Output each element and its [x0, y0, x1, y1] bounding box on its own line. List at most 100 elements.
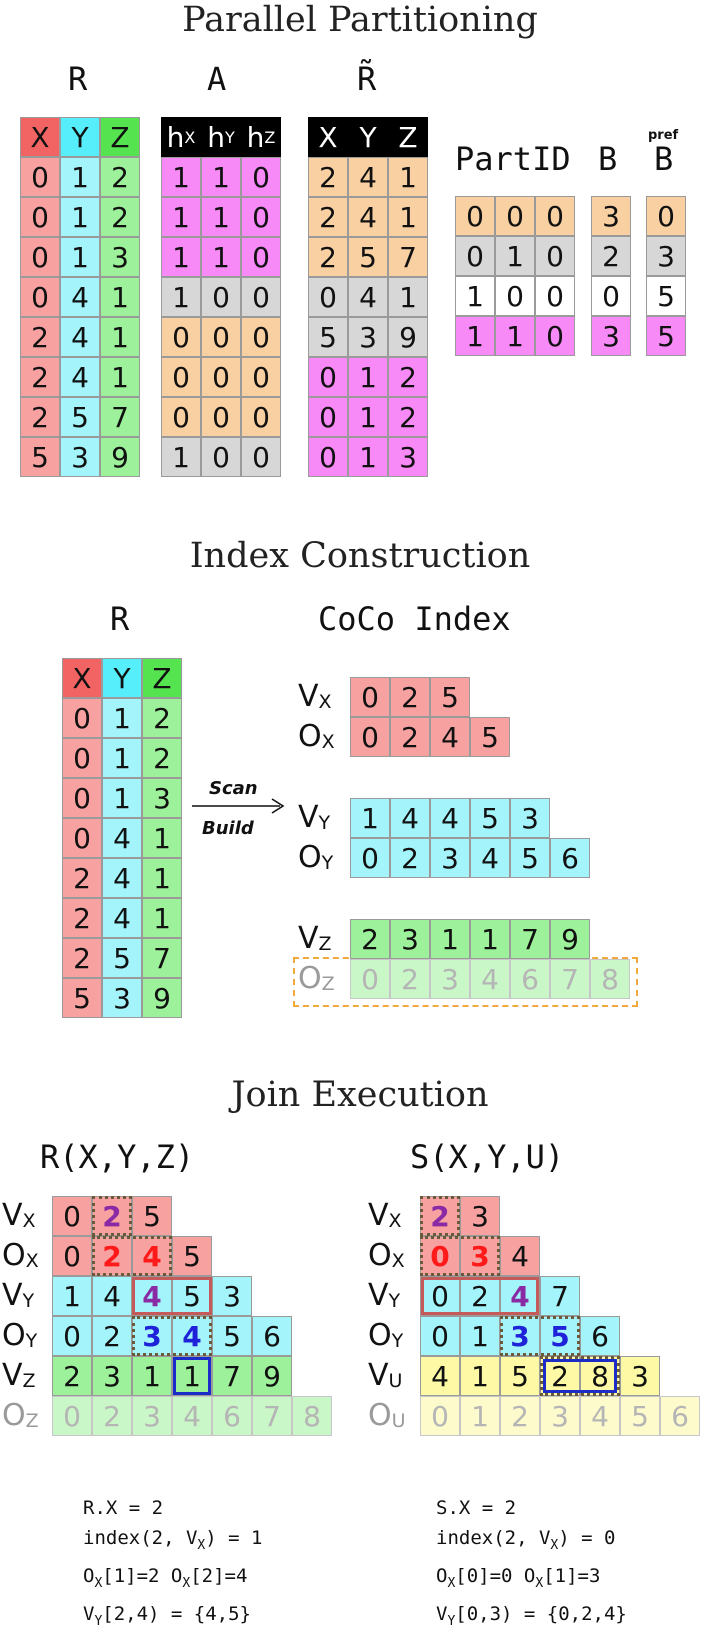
r-cell: 1	[100, 277, 140, 317]
coco-vy-cell: 4	[430, 798, 470, 838]
s-vu-selection-box	[543, 1359, 617, 1393]
join-r-ox-label: OX	[2, 1238, 39, 1273]
join-s-ou-cell: 3	[540, 1396, 580, 1436]
coco-vy-cell: 1	[350, 798, 390, 838]
rt-cell: 0	[308, 397, 348, 437]
b-cell: 2	[591, 236, 631, 276]
join-r-label: R(X,Y,Z)	[40, 1138, 195, 1176]
join-r-oz-cell: 7	[252, 1396, 292, 1436]
coco-vx-cell: 0	[350, 677, 390, 717]
rt-cell: 1	[348, 357, 388, 397]
r-cell: 5	[60, 397, 100, 437]
join-r-vy-cell: 1	[52, 1276, 92, 1316]
join-r-ox-cell: 0	[52, 1236, 92, 1276]
partid-label: PartID	[455, 140, 571, 178]
join-s-vu-cell: 3	[620, 1356, 660, 1396]
coco-vz-cell: 3	[390, 919, 430, 959]
b-cell: 0	[591, 276, 631, 316]
arrow-scan-label: Scan	[209, 778, 258, 799]
coco-vz-cell: 1	[430, 919, 470, 959]
index-r-cell: 1	[102, 778, 142, 818]
bpref-cell: 5	[646, 276, 686, 316]
index-r-cell: 4	[102, 818, 142, 858]
join-s-note-1: S.X = 2	[436, 1497, 517, 1519]
r-cell: 3	[60, 437, 100, 477]
r-cell: 0	[20, 157, 60, 197]
r-cell: 1	[60, 237, 100, 277]
coco-oy-cell: 3	[430, 838, 470, 878]
index-r-cell: 4	[102, 898, 142, 938]
join-s-oy-label: OY	[368, 1318, 404, 1353]
table-r-tilde-label: R̃	[357, 60, 377, 98]
join-s-vy-label: VY	[368, 1278, 401, 1313]
coco-oy-cell: 5	[510, 838, 550, 878]
index-r-cell: 4	[102, 858, 142, 898]
join-r-oz-cell: 2	[92, 1396, 132, 1436]
b-label: B	[598, 140, 618, 178]
join-r-oz-cell: 3	[132, 1396, 172, 1436]
s-oy-dotted-marker	[500, 1316, 580, 1356]
index-r-cell: 2	[62, 898, 102, 938]
s-vx-dotted-marker	[420, 1196, 460, 1236]
rt-cell: 2	[308, 197, 348, 237]
r-vy-range-box	[132, 1277, 212, 1315]
join-s-oy-cell: 0	[420, 1316, 460, 1356]
join-r-vy-cell: 3	[212, 1276, 252, 1316]
join-r-vx-label: VX	[2, 1198, 36, 1233]
join-s-note-2: index(2, VX) = 0	[436, 1527, 616, 1553]
join-s-note-4: VY[0,3) = {0,2,4}	[436, 1602, 627, 1629]
join-s-ox-cell: 4	[500, 1236, 540, 1276]
coco-vx-cell: 5	[430, 677, 470, 717]
join-r-oz-cell: 0	[52, 1396, 92, 1436]
rt-header-x: X	[308, 117, 348, 157]
index-r-cell: 1	[142, 898, 182, 938]
coco-oy-cell: 6	[550, 838, 590, 878]
index-r-cell: 1	[142, 858, 182, 898]
rt-cell: 2	[388, 357, 428, 397]
s-ox-dotted-marker	[420, 1236, 500, 1276]
join-r-note-4: VY[2,4) = {4,5}	[83, 1602, 251, 1629]
coco-oz-cell: 0	[350, 959, 390, 999]
join-r-vy-cell: 5	[172, 1276, 212, 1316]
coco-ox-cell: 0	[350, 717, 390, 757]
s-vu-dotted-marker	[540, 1356, 620, 1396]
join-r-ox-cell: 5	[172, 1236, 212, 1276]
r-cell: 1	[60, 197, 100, 237]
a-cell: 1	[161, 237, 201, 277]
bpref-cell: 3	[646, 236, 686, 276]
a-cell: 1	[201, 157, 241, 197]
rt-cell: 5	[348, 237, 388, 277]
join-r-vz-cell: 2	[52, 1356, 92, 1396]
index-r-cell: 5	[62, 978, 102, 1018]
b-cell: 3	[591, 196, 631, 236]
index-r-cell: 1	[142, 818, 182, 858]
r-cell: 4	[60, 357, 100, 397]
index-r-cell: 0	[62, 778, 102, 818]
a-cell: 1	[161, 277, 201, 317]
r-header-z: Z	[100, 117, 140, 157]
a-cell: 0	[161, 357, 201, 397]
r-cell: 4	[60, 277, 100, 317]
r-cell: 4	[60, 317, 100, 357]
section-title-join: Join Execution	[231, 1075, 489, 1115]
partid-cell: 0	[535, 196, 575, 236]
join-r-notes: R.X = 2 index(2, VX) = 1 OX[1]=2 OX[2]=4…	[83, 1493, 262, 1636]
coco-oy-cell: 0	[350, 838, 390, 878]
join-r-note-2: index(2, VX) = 1	[83, 1527, 263, 1553]
join-s-ou-cell: 4	[580, 1396, 620, 1436]
rt-cell: 7	[388, 237, 428, 277]
r-cell: 7	[100, 397, 140, 437]
rt-cell: 1	[388, 277, 428, 317]
join-s-vx-label: VX	[368, 1198, 402, 1233]
join-s-ou-cell: 2	[500, 1396, 540, 1436]
r-header-x: X	[20, 117, 60, 157]
join-s-vy-cell: 4	[500, 1276, 540, 1316]
join-r-vy-label: VY	[2, 1278, 35, 1313]
index-r-cell: 2	[62, 858, 102, 898]
coco-vz-cell: 7	[510, 919, 550, 959]
partid-cell: 0	[535, 276, 575, 316]
r-cell: 2	[100, 197, 140, 237]
join-r-vz-cell: 7	[212, 1356, 252, 1396]
